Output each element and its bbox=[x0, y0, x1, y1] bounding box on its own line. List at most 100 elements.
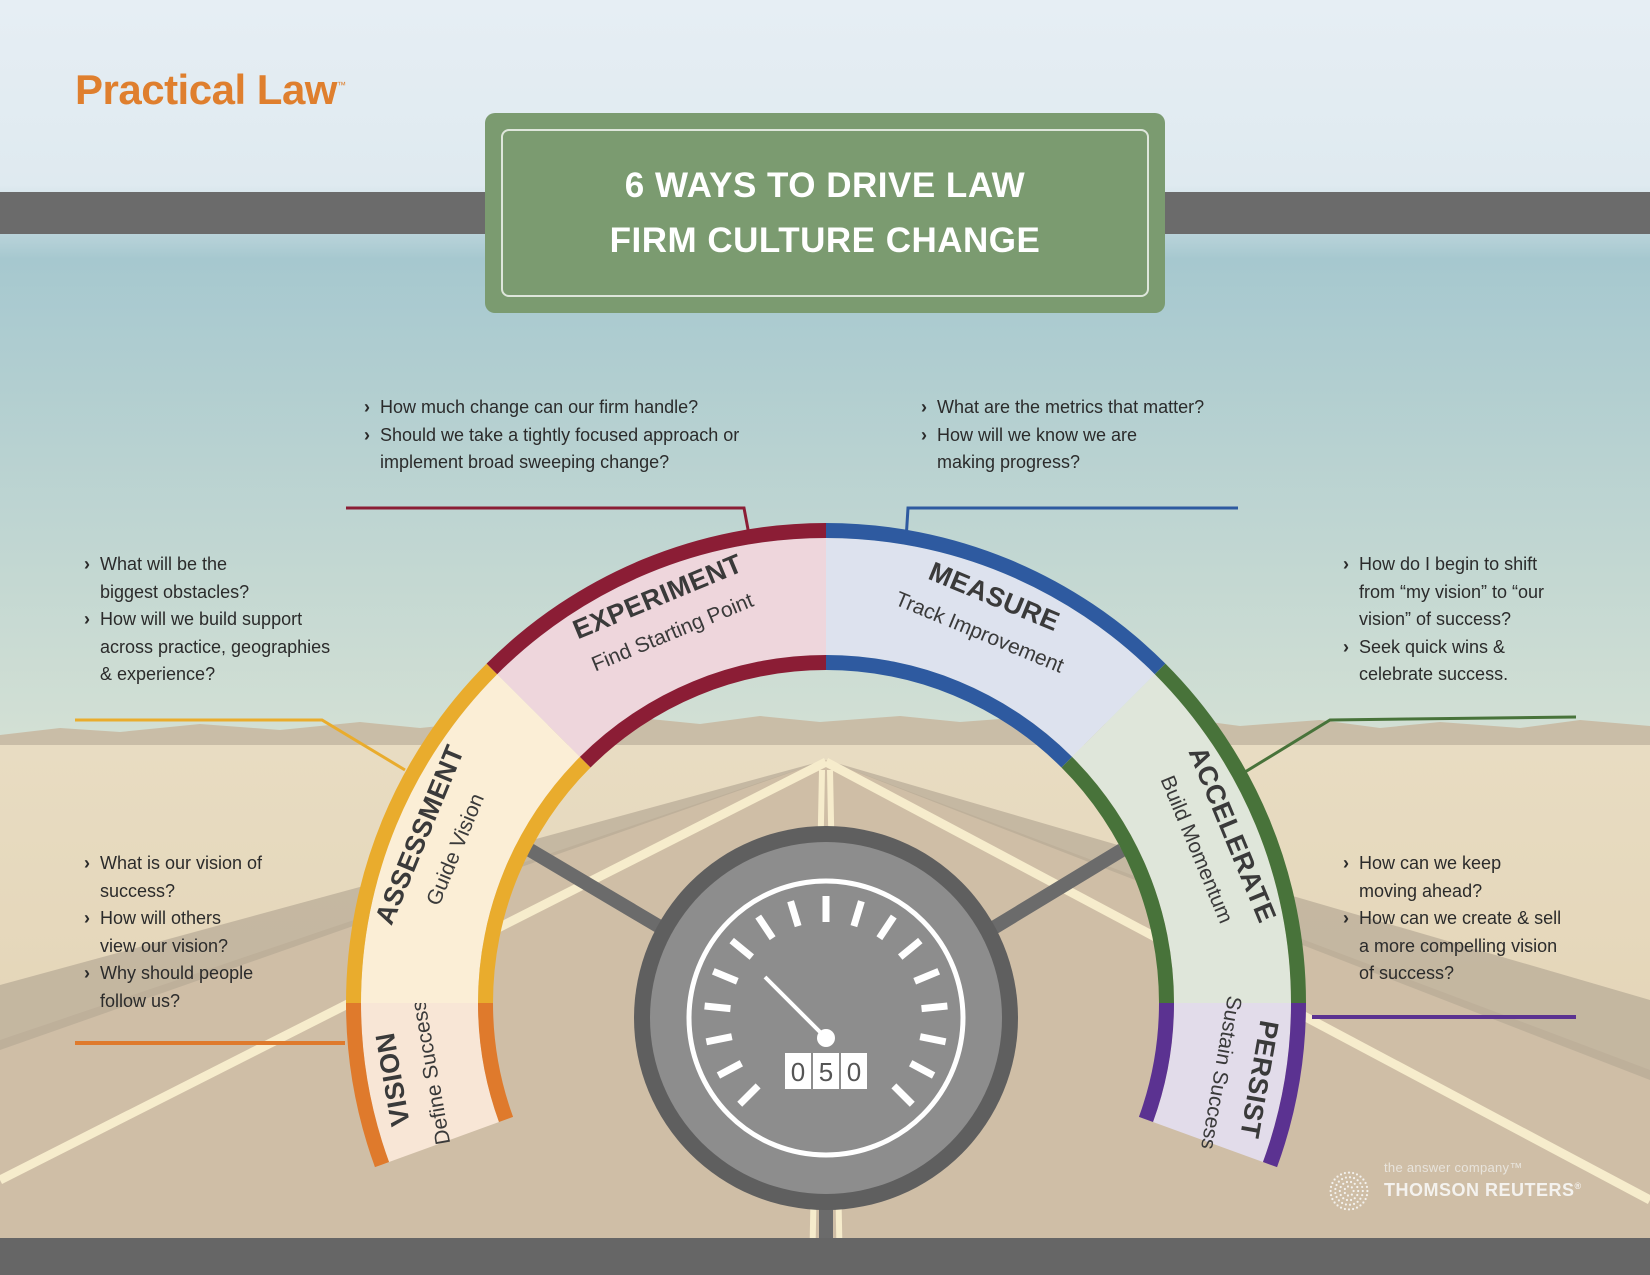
odometer-cell-1 bbox=[785, 1053, 811, 1089]
logo-dot bbox=[1335, 1183, 1338, 1187]
speedometer-tick bbox=[716, 1060, 743, 1079]
speedometer-hub bbox=[817, 1029, 835, 1047]
speedometer-tick bbox=[711, 968, 739, 985]
logo-dot bbox=[1329, 1189, 1332, 1193]
segment-fill-vision bbox=[361, 1003, 499, 1163]
logo-dot bbox=[1359, 1204, 1362, 1207]
speedometer-tick bbox=[921, 1002, 948, 1013]
logo-dot bbox=[1352, 1189, 1355, 1193]
logo-dot bbox=[1361, 1189, 1364, 1193]
logo-dot bbox=[1350, 1193, 1353, 1196]
wheel-spoke-right bbox=[986, 844, 1126, 936]
logo-dot bbox=[1346, 1185, 1350, 1188]
question-item: How can we keep moving ahead? bbox=[1343, 850, 1529, 905]
question-item: How do I begin to shift from “my vision”… bbox=[1343, 551, 1568, 634]
logo-dot bbox=[1342, 1182, 1345, 1185]
logo-dot bbox=[1362, 1178, 1365, 1181]
title-line-2: FIRM CULTURE CHANGE bbox=[609, 221, 1041, 260]
segment-inner-band-measure bbox=[826, 655, 1073, 768]
logo-dot bbox=[1352, 1202, 1356, 1205]
speedometer-tick bbox=[897, 937, 923, 960]
title-sign: 6 WAYS TO DRIVE LAW FIRM CULTURE CHANGE bbox=[485, 113, 1165, 313]
speedometer-tick bbox=[919, 1033, 947, 1046]
speedometer-ticks bbox=[704, 896, 948, 1107]
question-item: Seek quick wins & celebrate success. bbox=[1343, 634, 1534, 689]
logo-dot bbox=[1344, 1176, 1348, 1179]
logo-dot bbox=[1359, 1197, 1362, 1200]
logo-dot bbox=[1339, 1206, 1343, 1209]
questions-vision: What is our vision of success?How will o… bbox=[84, 850, 274, 1015]
logo-dot bbox=[1357, 1189, 1360, 1193]
questions-experiment: How much change can our firm handle?Shou… bbox=[364, 394, 764, 477]
segment-fill-assessment bbox=[361, 674, 580, 1003]
logo-dot bbox=[1329, 1185, 1333, 1189]
odometer-cell-3 bbox=[841, 1053, 867, 1089]
segment-inner-band-vision bbox=[478, 1003, 514, 1123]
segment-outer-band-assessment bbox=[346, 663, 498, 1003]
logo-dot bbox=[1347, 1208, 1351, 1211]
tagline: the answer company™ bbox=[1384, 1160, 1523, 1175]
logo-dot bbox=[1364, 1181, 1367, 1185]
question-item: How will we know we are making progress? bbox=[921, 422, 1157, 477]
logo-dot bbox=[1337, 1180, 1340, 1183]
segment-outer-band-experiment bbox=[486, 523, 826, 675]
brand-name: Practical Law bbox=[75, 66, 337, 113]
logo-dot bbox=[1333, 1178, 1336, 1181]
logo-dot bbox=[1346, 1194, 1350, 1197]
logo-dot bbox=[1348, 1176, 1352, 1179]
company-registered-mark: ® bbox=[1574, 1181, 1582, 1191]
leader-measure bbox=[904, 506, 1238, 541]
logo-dot bbox=[1337, 1199, 1340, 1202]
logo-dot bbox=[1356, 1179, 1359, 1182]
logo-dot bbox=[1349, 1180, 1353, 1184]
question-item: What are the metrics that matter? bbox=[921, 394, 1241, 422]
leader-experiment bbox=[346, 506, 752, 541]
segment-outer-band-vision bbox=[346, 1003, 390, 1168]
logo-dot bbox=[1336, 1175, 1339, 1178]
logo-dot bbox=[1359, 1182, 1362, 1185]
logo-dot bbox=[1338, 1189, 1341, 1193]
logo-dot bbox=[1355, 1206, 1359, 1209]
logo-dot bbox=[1345, 1180, 1349, 1184]
segment-inner-band-experiment bbox=[579, 655, 826, 768]
question-item: Why should people follow us? bbox=[84, 960, 274, 1015]
segment-outer-band-accelerate bbox=[1154, 663, 1306, 1003]
title-line-1: 6 WAYS TO DRIVE LAW bbox=[624, 166, 1026, 205]
questions-accelerate: How do I begin to shift from “my vision”… bbox=[1343, 551, 1568, 689]
segment-fill-accelerate bbox=[1072, 674, 1291, 1003]
logo-dot bbox=[1361, 1193, 1364, 1197]
questions-persist: How can we keep moving ahead?How can we … bbox=[1343, 850, 1573, 988]
logo-dot bbox=[1335, 1195, 1338, 1199]
question-item: How much change can our firm handle? bbox=[364, 394, 764, 422]
speedometer-tick bbox=[705, 1033, 733, 1046]
logo-dot bbox=[1356, 1185, 1359, 1189]
questions-measure: What are the metrics that matter?How wil… bbox=[921, 394, 1241, 477]
logo-dot bbox=[1353, 1197, 1356, 1200]
logo-dot bbox=[1344, 1203, 1348, 1206]
logo-dot bbox=[1356, 1193, 1359, 1197]
speedometer-ring bbox=[686, 878, 966, 1158]
logo-dot bbox=[1355, 1173, 1359, 1176]
logo-dot bbox=[1350, 1186, 1353, 1189]
logo-dot bbox=[1359, 1175, 1362, 1178]
odometer: 0 5 0 bbox=[785, 1053, 867, 1089]
logo-dot bbox=[1333, 1201, 1336, 1204]
segment-inner-band-accelerate bbox=[1061, 756, 1174, 1003]
company-name: THOMSON REUTERS® bbox=[1384, 1180, 1582, 1201]
segment-fill-persist bbox=[1153, 1003, 1291, 1163]
speedometer-needle bbox=[763, 975, 828, 1040]
logo-dot bbox=[1339, 1185, 1342, 1189]
leader-assessment bbox=[75, 718, 406, 772]
logo-dot bbox=[1348, 1203, 1352, 1206]
thomson-reuters-logo: the answer company™ THOMSON REUTERS® bbox=[1328, 1158, 1598, 1211]
logo-dot bbox=[1343, 1207, 1347, 1211]
speedometer-tick bbox=[737, 1083, 761, 1107]
logo-dot bbox=[1329, 1193, 1333, 1197]
logo-dot bbox=[1362, 1201, 1365, 1204]
segment-fill-measure bbox=[826, 538, 1155, 757]
logo-dot bbox=[1339, 1173, 1343, 1176]
odometer-cell-2 bbox=[813, 1053, 839, 1089]
